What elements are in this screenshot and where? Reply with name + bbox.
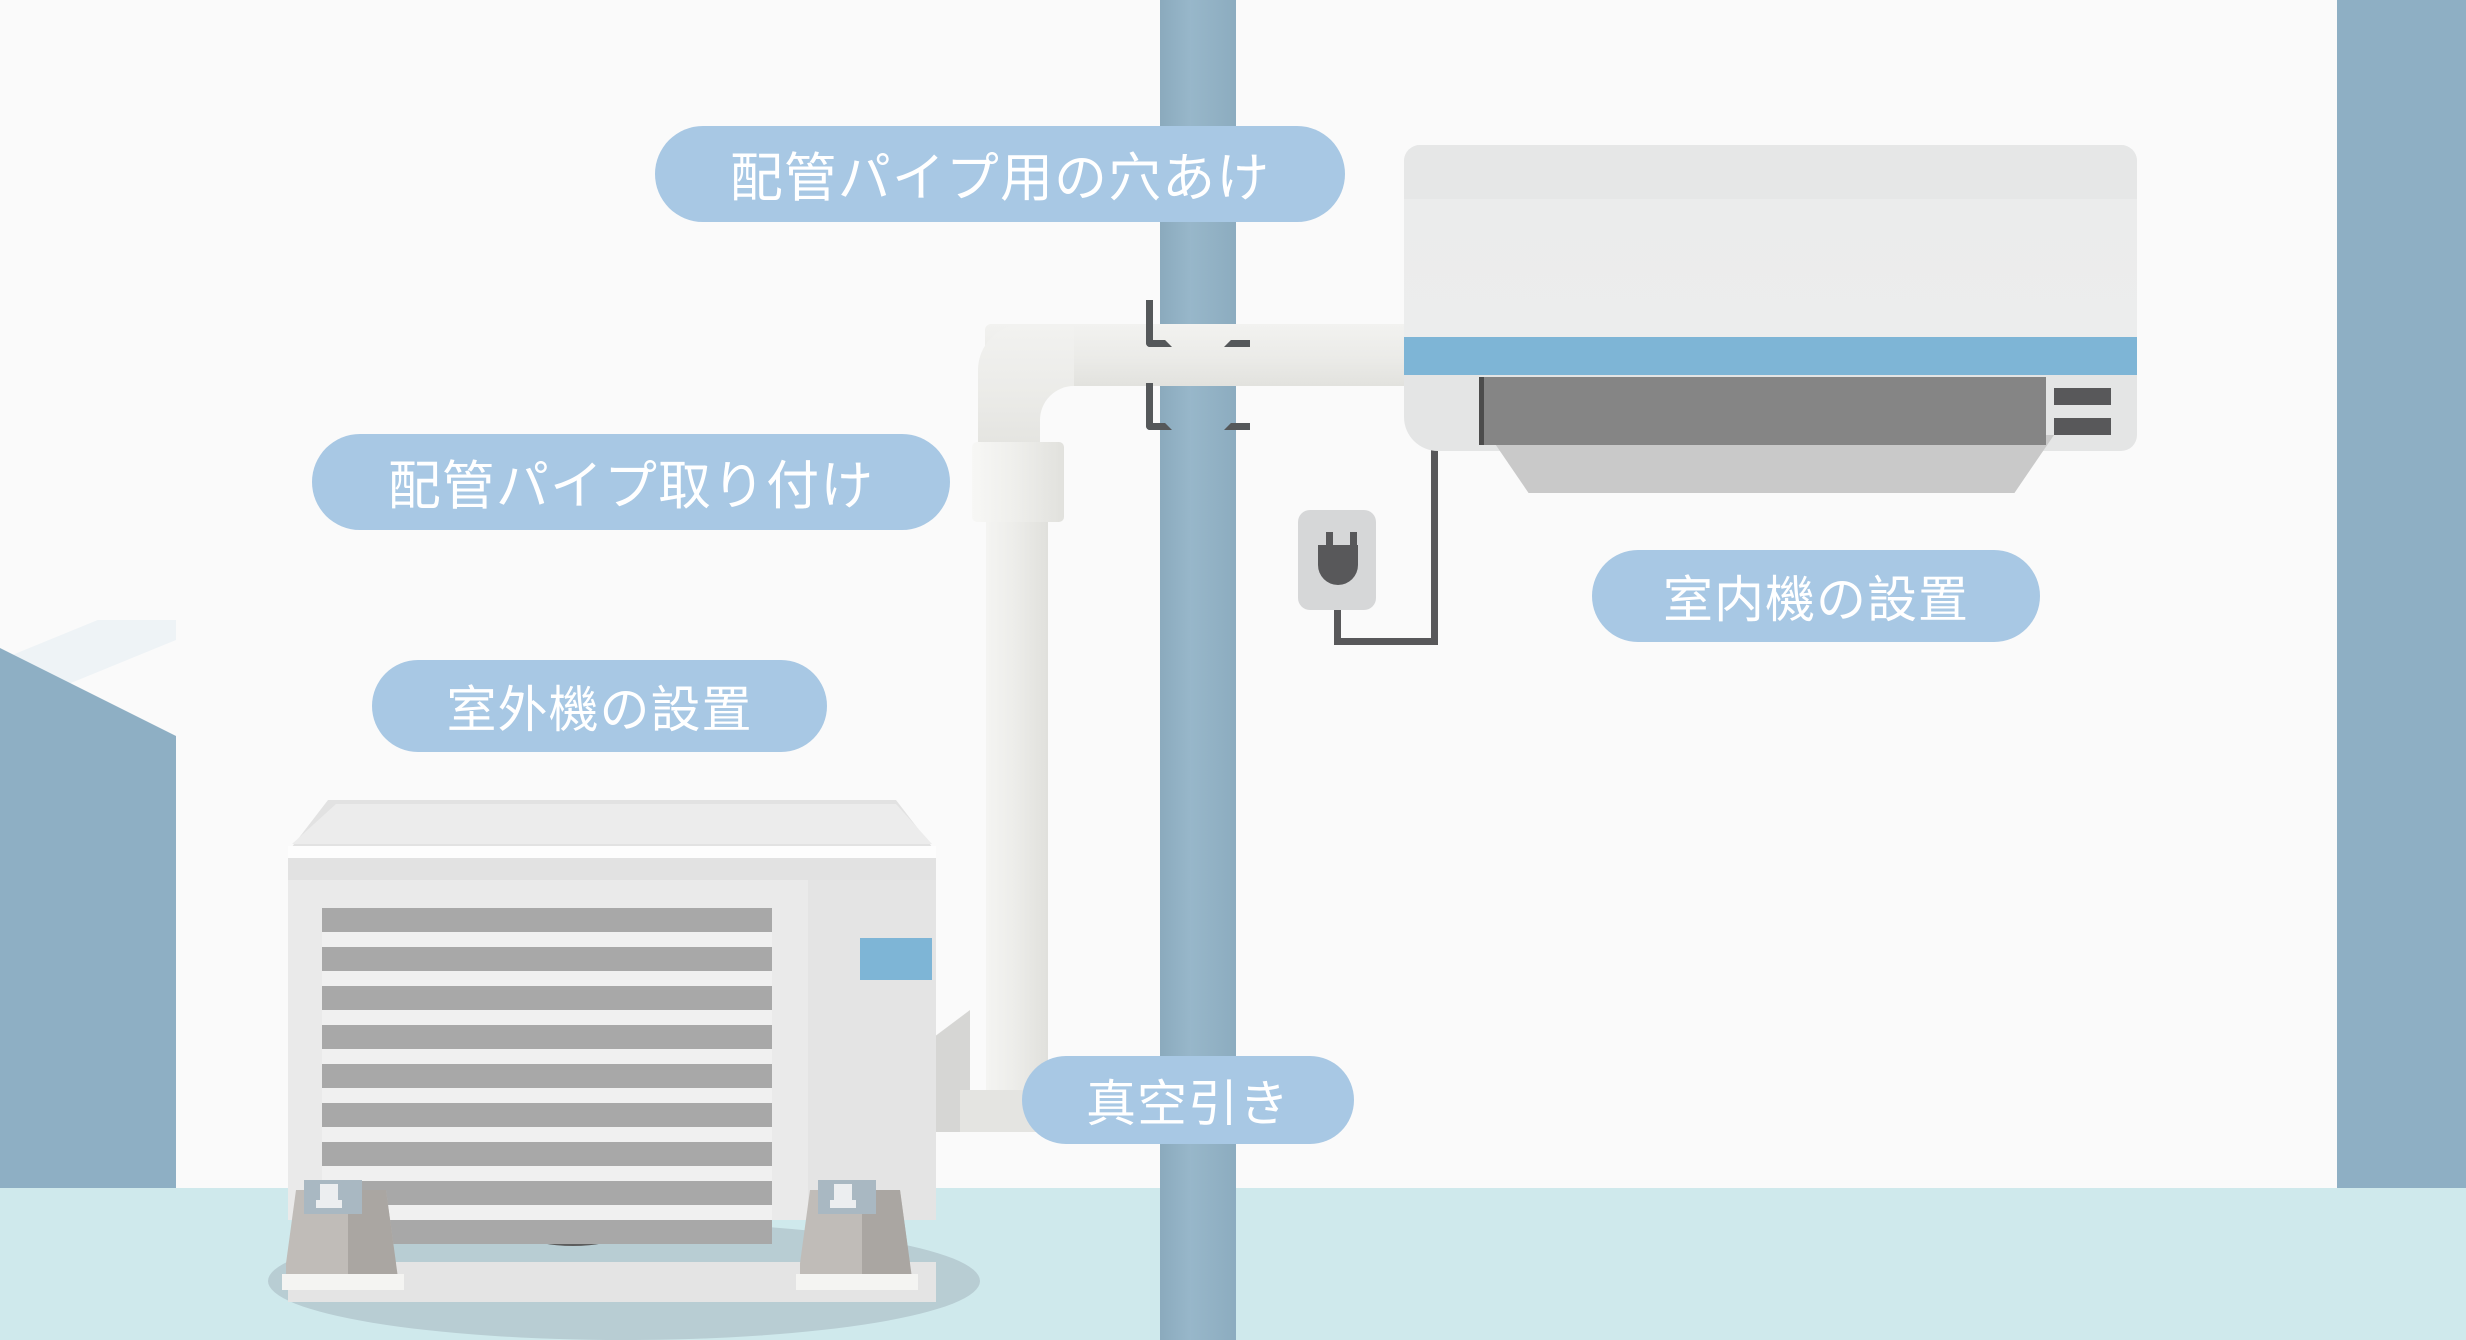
indoor-unit-top-panel xyxy=(1404,145,2137,199)
grille-gap xyxy=(322,1127,772,1142)
pipe-coupling xyxy=(972,442,1064,522)
power-cord-vertical xyxy=(1431,395,1438,645)
display-bar-upper xyxy=(2054,388,2111,405)
indoor-unit-accent-stripe xyxy=(1404,337,2137,375)
label-indoor-unit-setup[interactable]: 室内機の設置 xyxy=(1592,550,2040,642)
power-cord-to-plug xyxy=(1334,583,1341,644)
outdoor-unit-foot-left xyxy=(282,1176,406,1294)
right-side-wall xyxy=(2337,0,2466,1340)
grille-slat xyxy=(322,1064,772,1088)
label-vacuum-pumping[interactable]: 真空引き xyxy=(1022,1056,1354,1144)
grille-slat xyxy=(322,947,772,971)
grille-gap xyxy=(322,971,772,986)
outdoor-unit-top-lip xyxy=(288,858,936,880)
power-plug-prong-left xyxy=(1326,532,1333,548)
outdoor-unit-foot-right xyxy=(796,1176,920,1294)
indoor-unit-louver xyxy=(1479,377,2046,445)
grille-slat xyxy=(322,1142,772,1166)
label-hole-drilling[interactable]: 配管パイプ用の穴あけ xyxy=(655,126,1345,222)
indoor-unit[interactable] xyxy=(1404,145,2137,493)
label-outdoor-unit-setup[interactable]: 室外機の設置 xyxy=(372,660,827,752)
foot-pad xyxy=(796,1274,918,1290)
grille-gap xyxy=(322,1205,772,1220)
grille-slat xyxy=(322,1220,772,1244)
grille-gap xyxy=(322,932,772,947)
grille-gap xyxy=(322,1049,772,1064)
outdoor-unit-badge xyxy=(860,938,932,980)
grille-slat xyxy=(322,1025,772,1049)
power-plug-icon xyxy=(1318,545,1358,585)
label-pipe-installation[interactable]: 配管パイプ取り付け xyxy=(312,434,950,530)
grille-gap xyxy=(322,1166,772,1181)
grille-slat xyxy=(322,1181,772,1205)
grille-slat xyxy=(322,1103,772,1127)
grille-gap xyxy=(322,1088,772,1103)
foot-pad xyxy=(282,1274,404,1290)
power-plug-prong-right xyxy=(1350,532,1357,548)
foot-bolt-cap xyxy=(316,1200,342,1208)
outdoor-unit-side-panel xyxy=(808,880,936,1220)
outdoor-unit-grille xyxy=(322,908,772,1252)
outdoor-unit-top-edge xyxy=(288,846,936,858)
indoor-unit-display xyxy=(2054,388,2111,446)
grille-slat xyxy=(322,986,772,1010)
grille-gap xyxy=(322,1010,772,1025)
display-bar-lower xyxy=(2054,418,2111,435)
foot-bolt-cap xyxy=(830,1200,856,1208)
outdoor-unit-top-highlight xyxy=(292,804,932,844)
outdoor-unit[interactable] xyxy=(288,800,936,1302)
power-cord-horizontal xyxy=(1334,638,1438,645)
grille-slat xyxy=(322,908,772,932)
